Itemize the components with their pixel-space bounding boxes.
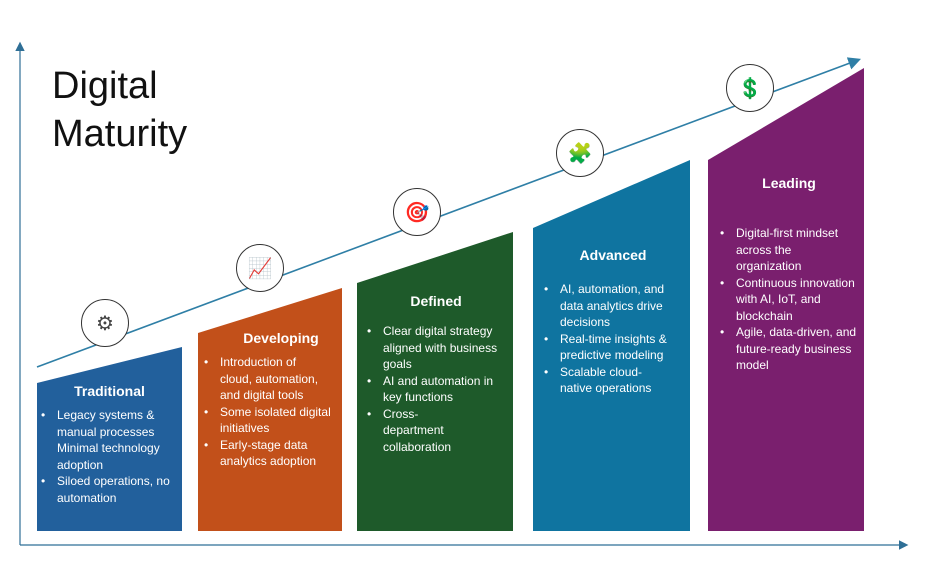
- list-item: Scalable cloud-native operations: [540, 364, 686, 397]
- gear-hand-icon: ⚙: [81, 299, 129, 347]
- money-growth-icon: 💲: [726, 64, 774, 112]
- list-item: Clear digital strategy aligned with busi…: [363, 323, 509, 373]
- stage-traditional: Traditional Legacy systems & manual proc…: [37, 383, 182, 506]
- stage-items: Legacy systems & manual processes Minima…: [37, 407, 182, 506]
- title-line-2: Maturity: [52, 113, 188, 155]
- stage-items: AI, automation, and data analytics drive…: [540, 281, 686, 397]
- list-item: Introduction of cloud, automation, and d…: [200, 354, 342, 404]
- stage-developing: Developing Introduction of cloud, automa…: [200, 330, 342, 470]
- title-line-1: Digital: [52, 65, 158, 107]
- stage-title: Traditional: [74, 383, 145, 399]
- list-item: Cross-department collaboration: [363, 406, 509, 456]
- target-bulb-icon: 🎯: [393, 188, 441, 236]
- trend-line: [36, 57, 861, 368]
- list-item: Siloed operations, no automation: [37, 473, 182, 506]
- list-item: Continuous innovation with AI, IoT, and …: [716, 275, 862, 325]
- stage-leading: Leading Digital-first mindset across the…: [716, 175, 862, 374]
- list-item: Digital-first mindset across the organiz…: [716, 225, 862, 275]
- list-item: AI and automation in key functions: [363, 373, 509, 406]
- stage-title: Developing: [243, 330, 319, 346]
- stage-title: Defined: [410, 293, 462, 309]
- list-item: Legacy systems & manual processes: [37, 407, 182, 440]
- head-puzzle-icon: 🧩: [556, 129, 604, 177]
- page-title: Digital Maturity: [52, 62, 187, 158]
- list-item: Real-time insights & predictive modeling: [540, 331, 686, 364]
- stage-items: Digital-first mindset across the organiz…: [716, 225, 862, 374]
- list-item: Early-stage data analytics adoption: [200, 437, 342, 470]
- list-item: Agile, data-driven, and future-ready bus…: [716, 324, 862, 374]
- list-item: Some isolated digital initiatives: [200, 404, 342, 437]
- stage-items: Clear digital strategy aligned with busi…: [363, 323, 509, 455]
- growth-chart-icon: 📈: [236, 244, 284, 292]
- stage-title: Advanced: [579, 247, 647, 263]
- stage-advanced: Advanced AI, automation, and data analyt…: [540, 247, 686, 397]
- list-item: AI, automation, and data analytics drive…: [540, 281, 686, 331]
- stage-title: Leading: [762, 175, 816, 191]
- list-item: Minimal technology adoption: [57, 441, 160, 472]
- stage-defined: Defined Clear digital strategy aligned w…: [363, 293, 509, 455]
- stage-items: Introduction of cloud, automation, and d…: [200, 354, 342, 470]
